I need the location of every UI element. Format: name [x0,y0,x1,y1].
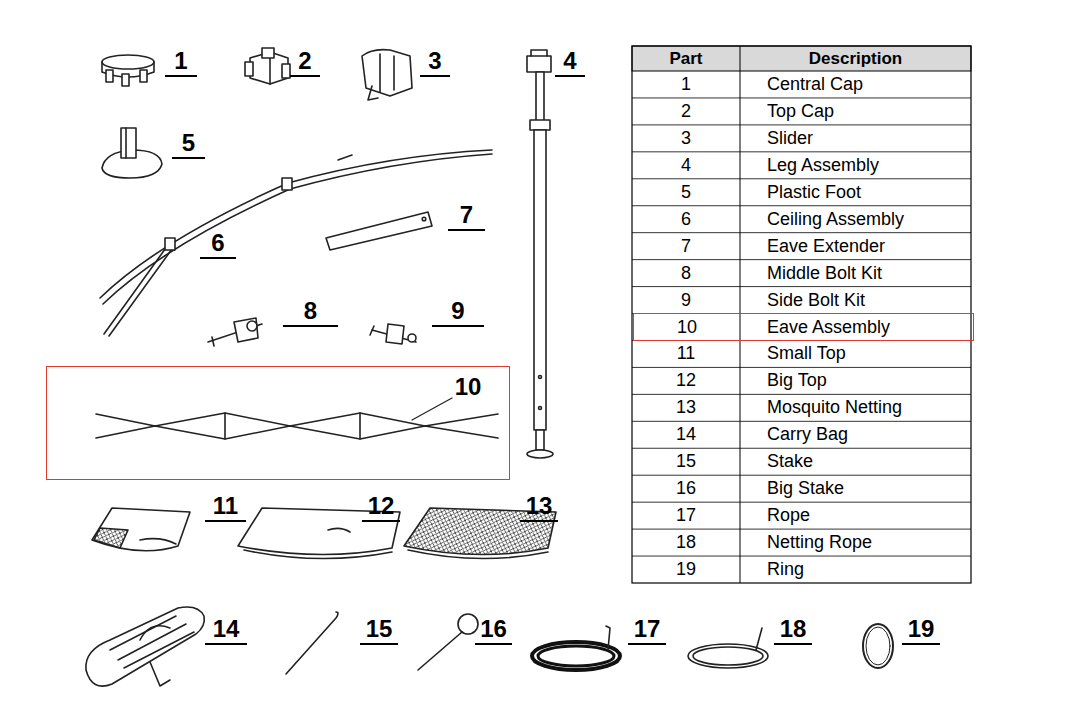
table-rule [632,205,971,206]
part-number: 10 [634,314,740,341]
part-description: Leg Assembly [767,152,879,179]
part-number: 3 [636,125,736,152]
table-rule [632,124,971,125]
table-rule [632,502,971,503]
part-description: Slider [767,125,813,152]
part-number: 16 [636,475,736,502]
part-description: Middle Bolt Kit [767,260,882,287]
table-rule [632,151,971,152]
callout-number: 14 [204,615,248,643]
callout-number: 8 [289,297,333,325]
part-number: 4 [636,152,736,179]
part-description: Side Bolt Kit [767,287,865,314]
part-number: 19 [636,556,736,583]
callout-number: 18 [771,615,815,643]
table-header: Part [636,46,736,71]
part-description: Rope [767,502,810,529]
table-rule [632,475,971,476]
part-description: Eave Extender [767,233,885,260]
part-number: 6 [636,206,736,233]
table-rule [632,178,971,179]
callout-number: 15 [357,615,401,643]
table-rule [632,367,971,368]
callout-number: 9 [436,297,480,325]
part-description: Big Stake [767,475,844,502]
part-number: 13 [636,394,736,421]
table-rule [632,394,971,395]
part-number: 7 [636,233,736,260]
table-header: Description [746,46,966,71]
part-number: 17 [636,502,736,529]
callout-number: 3 [413,47,457,75]
part-description: Eave Assembly [767,314,890,341]
part-description: Mosquito Netting [767,394,902,421]
callout-number: 19 [899,615,943,643]
table-rule [632,529,971,530]
part-number: 11 [636,340,736,367]
callout-number: 1 [159,47,203,75]
table-rule [632,97,971,98]
part-description: Top Cap [767,98,834,125]
part-number: 9 [636,287,736,314]
callout-number: 5 [167,129,211,157]
callout-number: 2 [283,47,327,75]
part-number: 1 [636,71,736,98]
part-description: Netting Rope [767,529,872,556]
part-number: 14 [636,421,736,448]
table-rule [632,556,971,557]
highlight-row: 10 Eave Assembly [633,313,974,341]
highlight-box: 10 [46,366,510,480]
part-number: 2 [636,98,736,125]
callout-number: 16 [472,615,516,643]
part-description: Central Cap [767,71,863,98]
callout-number: 4 [548,47,592,75]
callout-number: 11 [204,492,248,520]
callout-number: 13 [517,492,561,520]
callout-number: 6 [196,229,240,257]
table-rule [632,421,971,422]
part-description: Ring [767,556,804,583]
callout-number: 17 [625,615,669,643]
part-description: Small Top [767,340,846,367]
part-number: 8 [636,260,736,287]
part-number: 5 [636,179,736,206]
part-description: Plastic Foot [767,179,861,206]
part-number: 12 [636,367,736,394]
table-rule [632,286,971,287]
part-description: Stake [767,448,813,475]
table-rule [632,448,971,449]
part-description: Carry Bag [767,421,848,448]
callout-number: 7 [445,201,489,229]
part-number: 18 [636,529,736,556]
table-rule [632,232,971,233]
part-description: Big Top [767,367,827,394]
part-description: Ceiling Assembly [767,206,904,233]
part-number: 15 [636,448,736,475]
callout-number: 12 [359,492,403,520]
callout-number: 10 [446,373,490,401]
table-rule [632,259,971,260]
parts-table [632,46,971,583]
